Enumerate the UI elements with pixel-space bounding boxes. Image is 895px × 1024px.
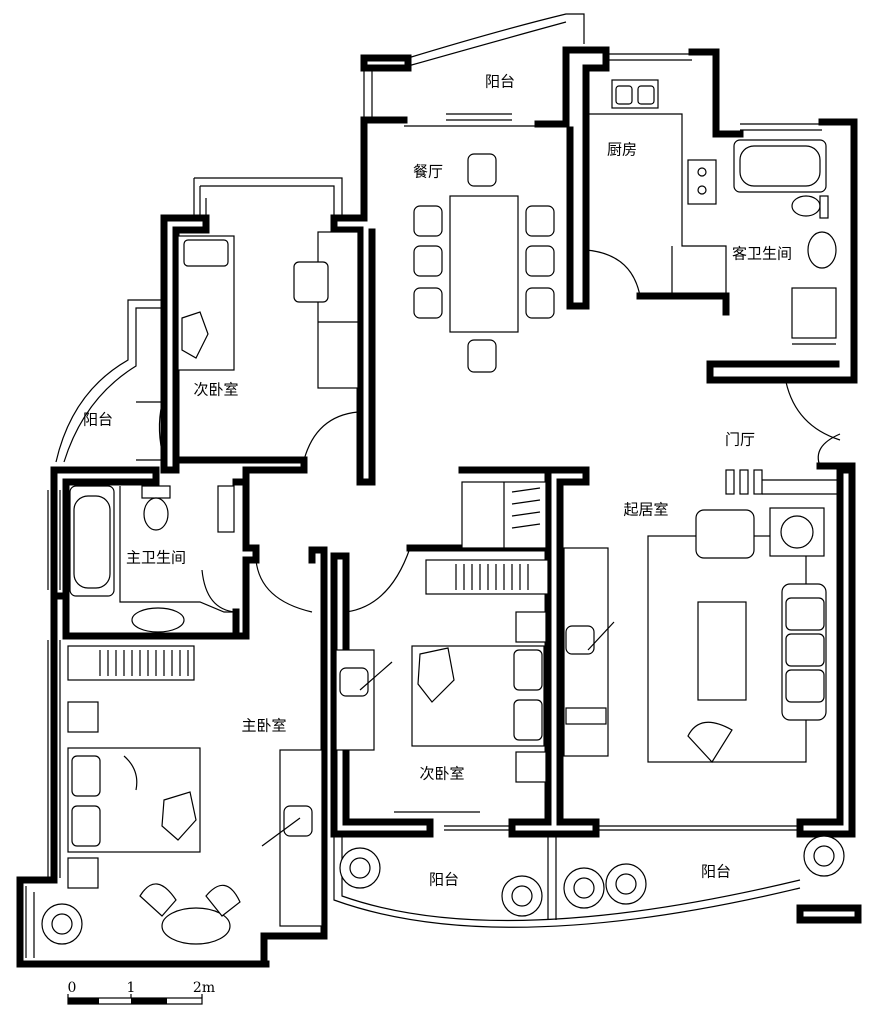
thin-lines: [25, 13, 841, 958]
label-dining: 餐厅: [413, 163, 443, 181]
master-wardrobe: [67, 645, 195, 681]
plant: [563, 867, 605, 909]
interior-details: [41, 79, 845, 945]
chair: [293, 261, 329, 303]
label-master-bedroom: 主卧室: [241, 717, 286, 735]
walls: [16, 46, 862, 968]
cabinet: [217, 485, 235, 533]
label-kitchen: 厨房: [607, 141, 637, 159]
label-bedroom-nw: 次卧室: [193, 381, 238, 399]
label-master-bath: 主卫生间: [126, 549, 186, 567]
wardrobe: [317, 231, 359, 389]
master-washbasin: [131, 607, 185, 633]
plant: [501, 875, 543, 917]
label-living: 起居室: [623, 501, 668, 519]
toilet: [791, 195, 821, 217]
stove: [687, 159, 717, 205]
toilet-tank: [141, 485, 171, 499]
label-balcony-south-2: 阳台: [701, 863, 731, 881]
scale-tick-2m: 2m: [193, 980, 215, 996]
plant: [803, 835, 845, 877]
washing-machine: [791, 287, 837, 339]
washbasin: [807, 231, 837, 269]
mid-desk: [335, 649, 375, 751]
label-balcony-west: 阳台: [83, 411, 113, 429]
lounge-chair: [687, 721, 733, 763]
armchair: [695, 509, 755, 559]
scale-bar: 0 1 2m: [67, 980, 215, 1005]
label-bedroom-mid: 次卧室: [419, 765, 464, 783]
coffee-table: [697, 601, 747, 701]
scale-tick-1: 1: [127, 980, 136, 996]
master-desk: [279, 749, 323, 927]
plant: [41, 903, 83, 945]
label-guest-bath: 客卫生间: [732, 245, 792, 263]
label-balcony-south-1: 阳台: [429, 871, 459, 889]
tea-table: [161, 907, 231, 945]
scale-tick-0: 0: [68, 980, 77, 996]
side-table: [769, 507, 825, 557]
mid-wardrobe: [425, 559, 549, 595]
label-foyer: 门厅: [725, 431, 755, 449]
dining-table: [449, 195, 519, 333]
plant: [339, 847, 381, 889]
label-balcony-top: 阳台: [485, 73, 515, 91]
room-labels: 阳台 厨房 餐厅 客卫生间 次卧室 阳台 门厅 起居室 主卫生间 主卧室 次卧室…: [83, 73, 792, 889]
plant: [605, 863, 647, 905]
